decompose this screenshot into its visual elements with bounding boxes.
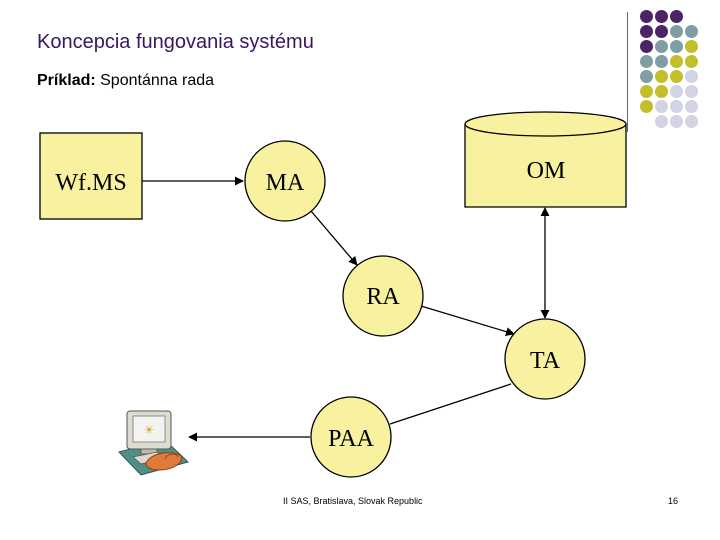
slide-title: Koncepcia fungovania systému bbox=[37, 31, 314, 53]
arrow-ra-to-ta bbox=[420, 305, 515, 336]
decorative-dot bbox=[640, 70, 653, 83]
decorative-dot bbox=[685, 115, 698, 128]
decorative-dot bbox=[640, 25, 653, 38]
decorative-dot bbox=[670, 100, 683, 113]
decorative-dot bbox=[685, 100, 698, 113]
decorative-dot bbox=[655, 100, 668, 113]
ra-node: RA bbox=[342, 255, 424, 337]
decorative-dot-grid bbox=[640, 10, 720, 128]
wfms-label: Wf.MS bbox=[55, 170, 126, 196]
decorative-divider bbox=[627, 12, 628, 132]
svg-text:☀: ☀ bbox=[144, 423, 155, 437]
ta-label: TA bbox=[530, 348, 561, 374]
decorative-dot bbox=[655, 70, 668, 83]
decorative-dot bbox=[655, 55, 668, 68]
decorative-dot bbox=[640, 85, 653, 98]
decorative-dot bbox=[655, 115, 668, 128]
wfms-node: Wf.MS bbox=[39, 132, 143, 220]
arrow-ta-to-paa bbox=[389, 383, 512, 425]
decorative-dot bbox=[670, 85, 683, 98]
paa-node: PAA bbox=[310, 396, 392, 478]
decorative-dot bbox=[655, 25, 668, 38]
decorative-dot bbox=[685, 85, 698, 98]
decorative-dot bbox=[640, 100, 653, 113]
page-number: 16 bbox=[668, 496, 679, 506]
ma-label: MA bbox=[266, 170, 305, 196]
slide-subtitle: Príklad: Spontánna rada bbox=[37, 72, 214, 90]
decorative-dot bbox=[685, 40, 698, 53]
ta-node: TA bbox=[504, 318, 586, 400]
ma-node: MA bbox=[244, 140, 326, 222]
decorative-dot bbox=[670, 25, 683, 38]
om-label: OM bbox=[527, 158, 566, 184]
decorative-dot bbox=[640, 55, 653, 68]
decorative-dot bbox=[640, 40, 653, 53]
decorative-dot bbox=[670, 115, 683, 128]
paa-label: PAA bbox=[328, 426, 374, 452]
decorative-dot bbox=[655, 40, 668, 53]
decorative-dot bbox=[685, 55, 698, 68]
decorative-dot bbox=[655, 85, 668, 98]
footer-text: II SAS, Bratislava, Slovak Republic bbox=[283, 496, 423, 506]
subtitle-text: Spontánna rada bbox=[95, 72, 215, 89]
decorative-dot bbox=[655, 10, 668, 23]
decorative-dot bbox=[670, 70, 683, 83]
computer-user-icon: ☀ bbox=[118, 410, 189, 476]
decorative-dot bbox=[670, 10, 683, 23]
arrow-ma-to-ra bbox=[310, 210, 358, 266]
decorative-dot bbox=[685, 70, 698, 83]
subtitle-label: Príklad: bbox=[37, 72, 96, 89]
ra-label: RA bbox=[366, 284, 400, 310]
decorative-dot bbox=[640, 10, 653, 23]
om-node: OM bbox=[464, 111, 627, 208]
decorative-dot bbox=[670, 55, 683, 68]
decorative-dot bbox=[670, 40, 683, 53]
decorative-dot bbox=[685, 25, 698, 38]
